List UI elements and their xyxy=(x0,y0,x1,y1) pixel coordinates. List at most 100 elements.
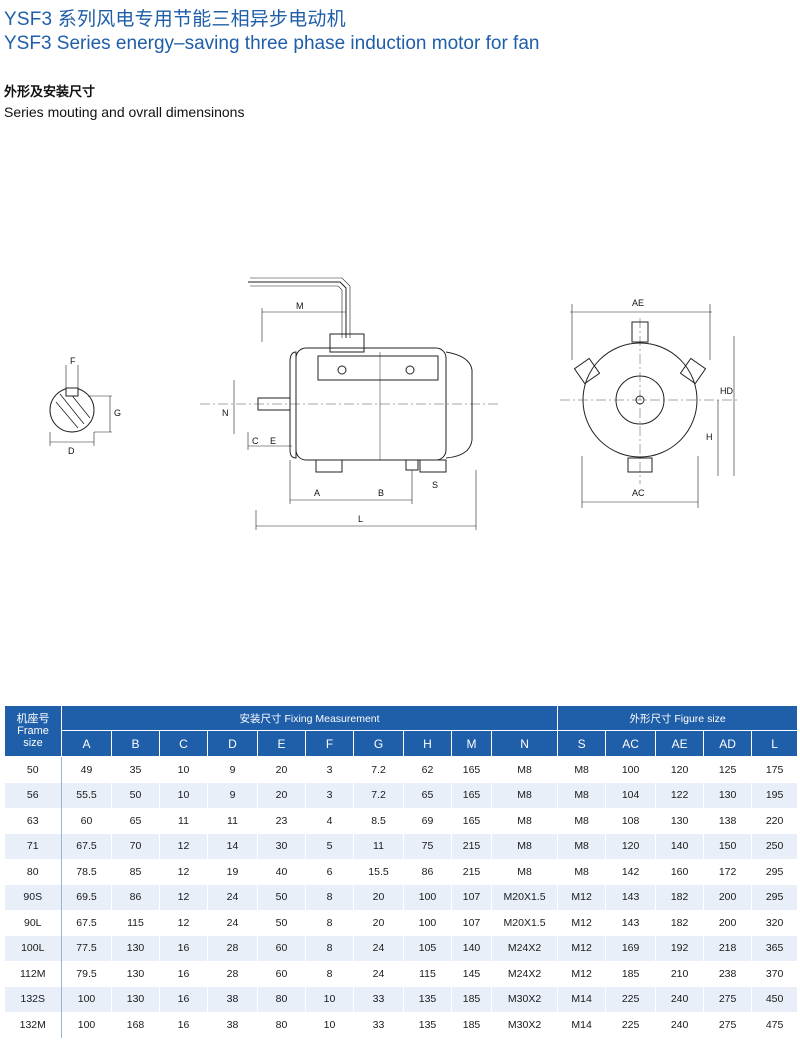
table-cell: 169 xyxy=(605,935,657,961)
table-cell: 67.5 xyxy=(61,910,112,936)
table-cell: 78.5 xyxy=(61,859,112,885)
table-cell: 295 xyxy=(751,884,799,910)
table-cell: 195 xyxy=(751,782,799,808)
column-header-l: L xyxy=(751,730,799,757)
frame-size-cell: 56 xyxy=(4,782,62,808)
table-cell: 120 xyxy=(605,833,657,859)
page-title-en: YSF3 Series energy–saving three phase in… xyxy=(4,33,540,54)
table-cell: 130 xyxy=(655,808,705,834)
motor-end-view xyxy=(560,304,740,508)
table-cell: 200 xyxy=(703,910,753,936)
dimension-table: 机座号 Frame size 安装尺寸 Fixing Measurement 外… xyxy=(4,705,799,1038)
table-cell: 365 xyxy=(751,935,799,961)
dim-label-hd: HD xyxy=(720,386,733,396)
table-cell: 24 xyxy=(353,935,404,961)
table-cell: 70 xyxy=(111,833,160,859)
table-cell: 172 xyxy=(703,859,753,885)
table-cell: 85 xyxy=(111,859,160,885)
table-cell: M8 xyxy=(557,756,607,783)
table-cell: 50 xyxy=(257,884,306,910)
column-header-ac: AC xyxy=(605,730,657,757)
shaft-section-view xyxy=(49,365,112,446)
table-cell: 77.5 xyxy=(61,935,112,961)
table-cell: 30 xyxy=(257,833,306,859)
dim-label-s: S xyxy=(432,480,438,490)
table-cell: 69.5 xyxy=(61,884,112,910)
table-cell: 14 xyxy=(207,833,258,859)
section-subtitle-cn: 外形及安装尺寸 xyxy=(4,84,96,99)
dim-label-d: D xyxy=(68,446,75,456)
frame-size-cell: 132S xyxy=(4,986,62,1012)
table-cell: M20X1.5 xyxy=(491,910,559,936)
table-cell: 138 xyxy=(703,808,753,834)
table-cell: 185 xyxy=(451,986,492,1012)
table-cell: 104 xyxy=(605,782,657,808)
dim-label-b: B xyxy=(378,488,384,498)
table-cell: M24X2 xyxy=(491,961,559,987)
column-header-d: D xyxy=(207,730,258,757)
frame-size-cell: 90S xyxy=(4,884,62,910)
table-cell: M8 xyxy=(491,808,559,834)
table-cell: 143 xyxy=(605,884,657,910)
table-cell: 8 xyxy=(305,961,354,987)
table-cell: 20 xyxy=(353,910,404,936)
dim-label-g: G xyxy=(114,408,121,418)
table-cell: 12 xyxy=(159,884,208,910)
column-header-n: N xyxy=(490,730,559,757)
dim-label-e: E xyxy=(270,436,276,446)
table-cell: 16 xyxy=(159,1012,208,1038)
table-cell: 80 xyxy=(257,1012,306,1038)
frame-size-cell: 80 xyxy=(4,859,62,885)
table-cell: 122 xyxy=(655,782,705,808)
fixing-measurement-header: 安装尺寸 Fixing Measurement xyxy=(60,705,559,731)
table-cell: M14 xyxy=(557,1012,607,1038)
table-cell: 20 xyxy=(353,884,404,910)
table-cell: 35 xyxy=(111,756,160,783)
table-cell: M12 xyxy=(557,910,607,936)
table-cell: 100 xyxy=(403,884,452,910)
column-header-m: M xyxy=(451,730,492,757)
table-cell: 130 xyxy=(703,782,753,808)
table-cell: 165 xyxy=(451,808,492,834)
table-cell: M8 xyxy=(557,782,607,808)
table-cell: 10 xyxy=(159,782,208,808)
table-cell: 160 xyxy=(655,859,705,885)
table-cell: 150 xyxy=(703,833,753,859)
column-header-g: G xyxy=(353,730,404,757)
table-cell: 240 xyxy=(655,986,705,1012)
table-cell: 8 xyxy=(305,910,354,936)
table-cell: 107 xyxy=(451,884,492,910)
table-cell: 165 xyxy=(451,756,492,783)
table-cell: 185 xyxy=(451,1012,492,1038)
figure-size-header: 外形尺寸 Figure size xyxy=(557,705,799,731)
table-cell: M8 xyxy=(557,808,607,834)
table-cell: M8 xyxy=(491,756,559,783)
table-cell: 320 xyxy=(751,910,799,936)
dim-label-a: A xyxy=(314,488,320,498)
table-cell: 100 xyxy=(61,986,112,1012)
table-cell: 69 xyxy=(403,808,452,834)
table-cell: 275 xyxy=(703,986,753,1012)
section-subtitle-en: Series mouting and ovrall dimensinons xyxy=(4,104,245,120)
table-cell: 60 xyxy=(257,935,306,961)
dim-label-l: L xyxy=(358,514,363,524)
table-cell: M8 xyxy=(491,833,559,859)
table-cell: 28 xyxy=(207,935,258,961)
table-cell: 220 xyxy=(751,808,799,834)
column-header-ad: AD xyxy=(703,730,753,757)
table-cell: 125 xyxy=(703,756,753,783)
table-cell: 49 xyxy=(61,756,112,783)
table-cell: 7.2 xyxy=(353,782,404,808)
table-cell: 86 xyxy=(111,884,160,910)
table-cell: 12 xyxy=(159,859,208,885)
table-cell: 3 xyxy=(305,782,354,808)
table-cell: 250 xyxy=(751,833,799,859)
table-cell: M8 xyxy=(491,859,559,885)
table-cell: 62 xyxy=(403,756,452,783)
dim-label-ae: AE xyxy=(632,298,644,308)
table-cell: 11 xyxy=(353,833,404,859)
table-cell: 7.2 xyxy=(353,756,404,783)
